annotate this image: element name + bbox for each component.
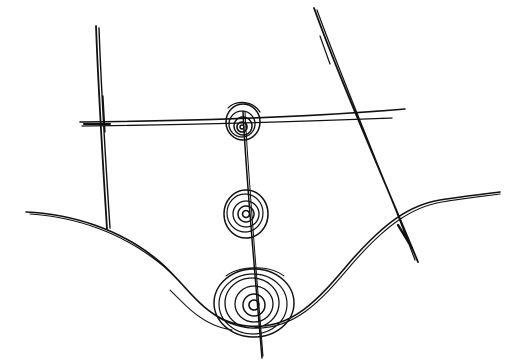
diagonal-line bbox=[314, 8, 418, 262]
left-vertical-post bbox=[96, 26, 110, 229]
spiral-ball-middle bbox=[224, 190, 268, 238]
